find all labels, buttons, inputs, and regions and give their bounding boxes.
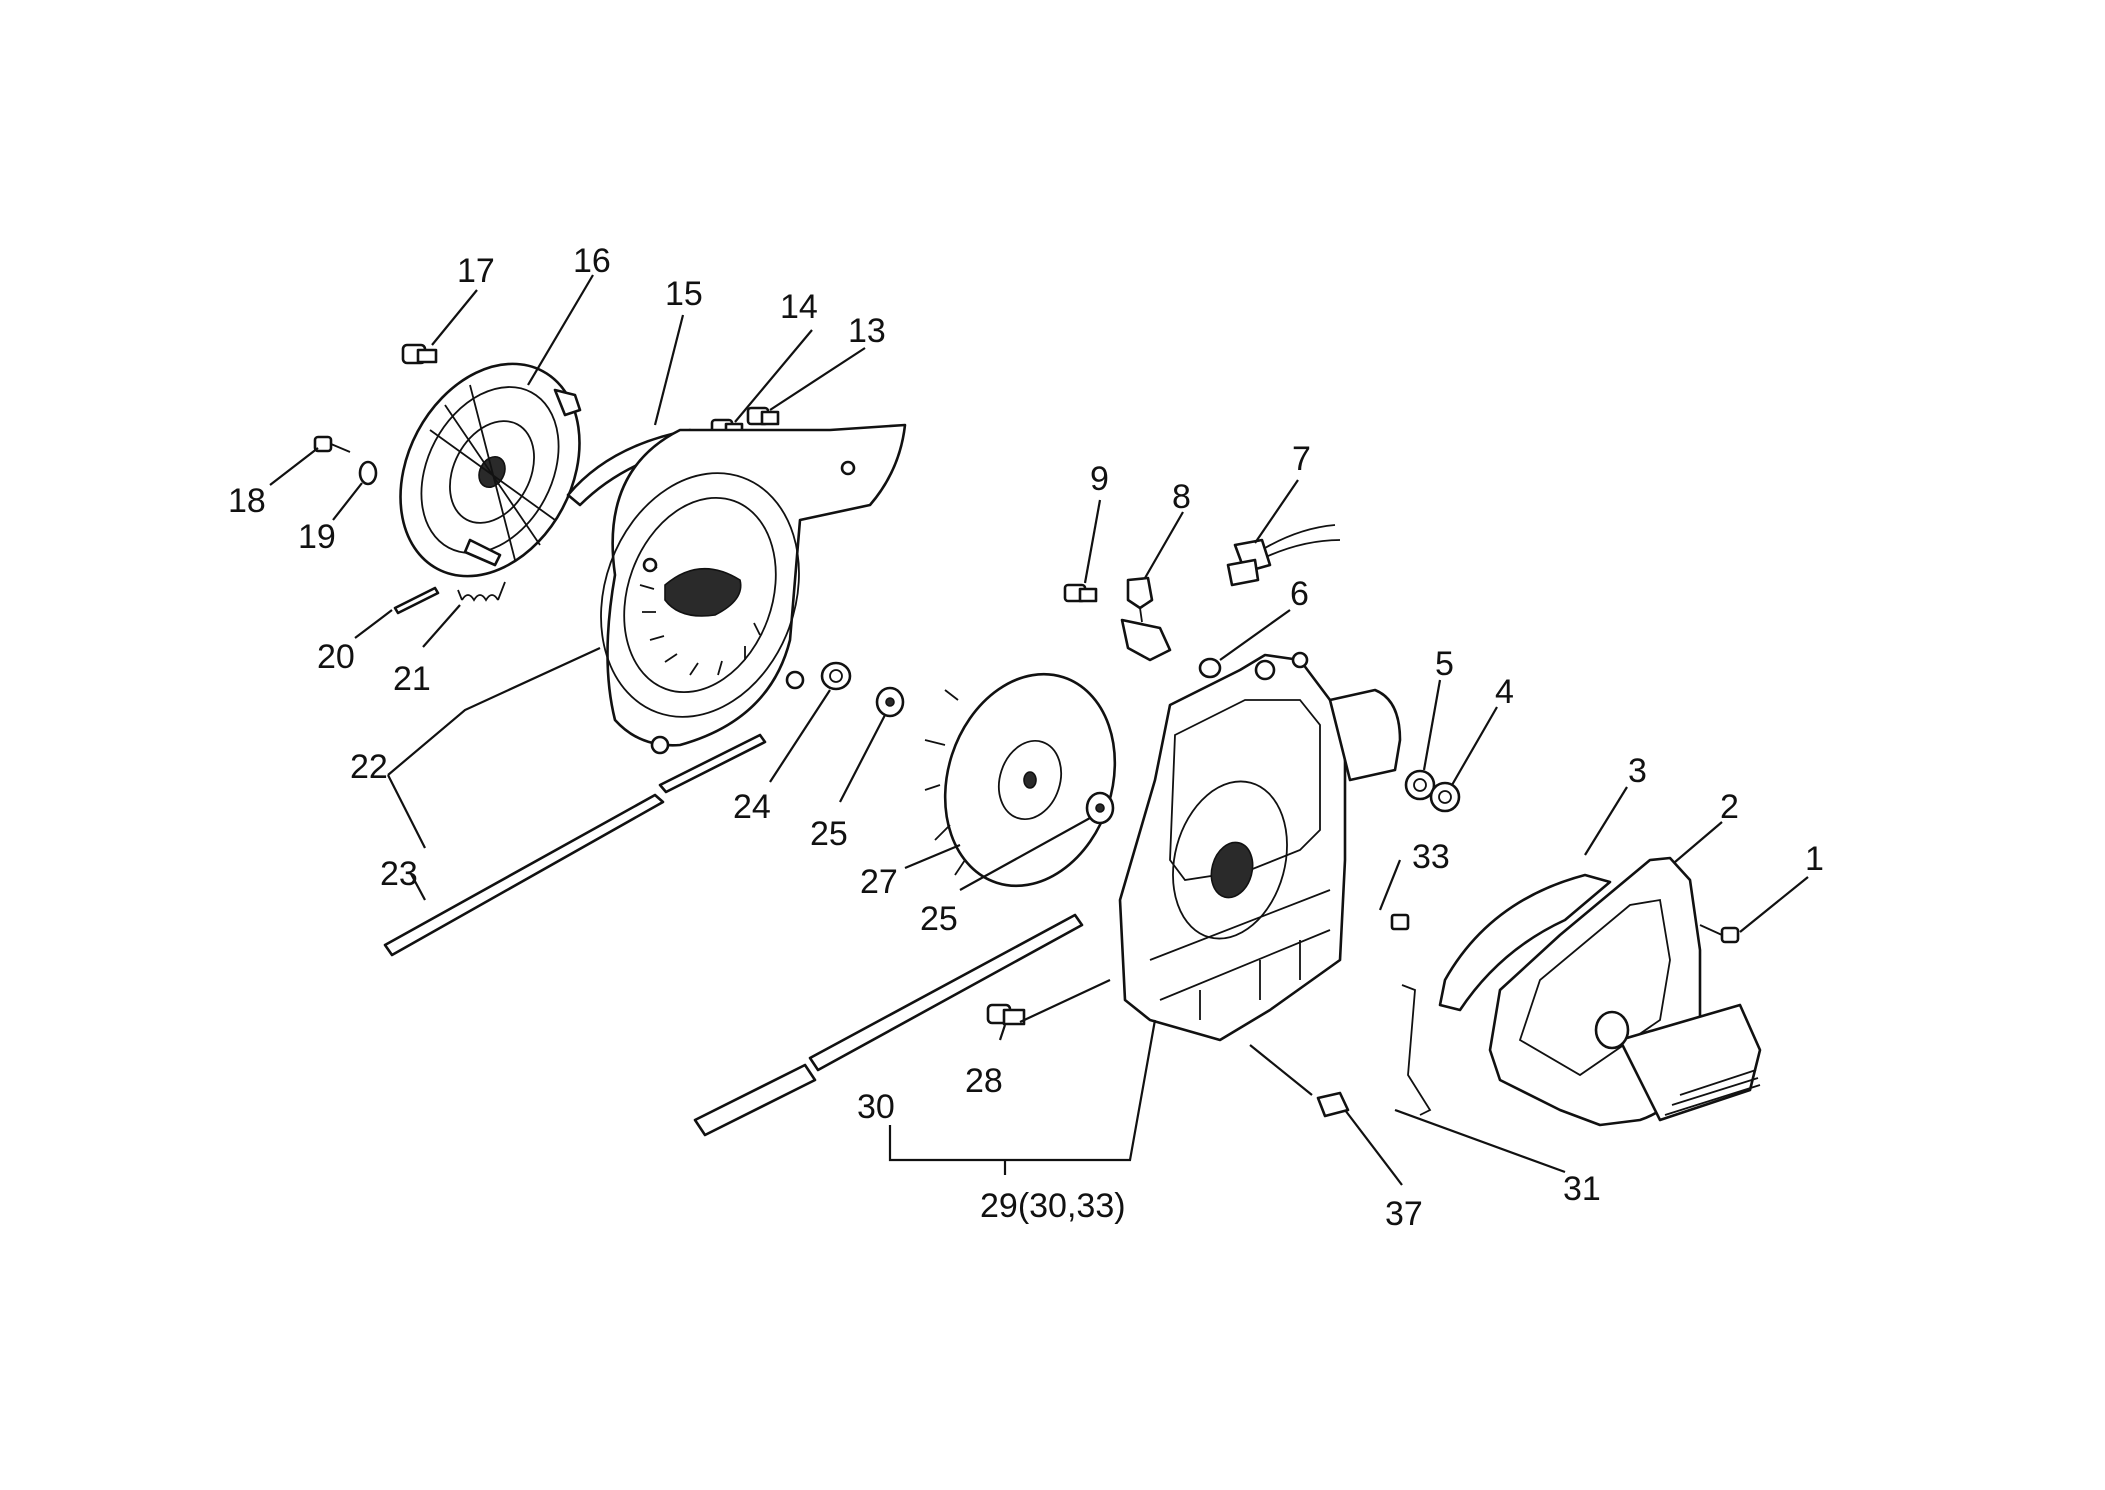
bolt-13 bbox=[746, 406, 780, 426]
callout-labels: 1 2 3 4 5 6 7 8 9 13 14 15 16 17 18 19 2… bbox=[228, 242, 1824, 1233]
bolt-9 bbox=[1063, 583, 1098, 603]
callout-19: 19 bbox=[298, 518, 336, 556]
callout-4: 4 bbox=[1495, 673, 1514, 711]
pin-20 bbox=[393, 586, 440, 615]
callout-37: 37 bbox=[1385, 1195, 1423, 1233]
callout-22: 22 bbox=[350, 748, 388, 786]
main-housing-29 bbox=[1118, 651, 1402, 1042]
callout-28: 28 bbox=[965, 1062, 1003, 1100]
callout-14: 14 bbox=[780, 288, 818, 326]
bracket-3 bbox=[1438, 873, 1612, 1012]
switch-7 bbox=[1226, 524, 1341, 587]
callout-15: 15 bbox=[665, 275, 703, 313]
callout-30: 30 bbox=[857, 1088, 895, 1126]
screw-18 bbox=[313, 435, 351, 453]
callout-7: 7 bbox=[1292, 440, 1311, 478]
callout-8: 8 bbox=[1172, 478, 1191, 516]
washer-6 bbox=[1198, 657, 1222, 679]
washer-25-upper bbox=[875, 686, 905, 718]
screw-1 bbox=[1699, 924, 1740, 944]
callout-6: 6 bbox=[1290, 575, 1309, 613]
callout-25-lower: 25 bbox=[920, 900, 958, 938]
callout-9: 9 bbox=[1090, 460, 1109, 498]
callout-24: 24 bbox=[733, 788, 771, 826]
muffler-2 bbox=[1488, 856, 1762, 1127]
callout-1: 1 bbox=[1805, 840, 1824, 878]
nut-24 bbox=[820, 661, 852, 691]
bolt-28 bbox=[986, 1003, 1026, 1026]
fan-housing-22 bbox=[600, 423, 907, 755]
callout-31: 31 bbox=[1563, 1170, 1601, 1208]
callout-23: 23 bbox=[380, 855, 418, 893]
callout-21: 21 bbox=[393, 660, 431, 698]
nut-5 bbox=[1404, 769, 1436, 801]
washer-25-lower bbox=[1085, 791, 1115, 825]
recoil-starter-16 bbox=[399, 362, 582, 578]
gasket-strip-23 bbox=[383, 733, 767, 957]
leader-lines bbox=[269, 274, 1809, 1186]
callout-20: 20 bbox=[317, 638, 355, 676]
callout-29: 29(30,33) bbox=[980, 1187, 1126, 1225]
nut-4 bbox=[1429, 781, 1461, 813]
impeller-fan-27 bbox=[924, 672, 1117, 888]
spring-21 bbox=[457, 581, 506, 602]
callout-5: 5 bbox=[1435, 645, 1454, 683]
callout-33: 33 bbox=[1412, 838, 1450, 876]
block-37 bbox=[1316, 1091, 1350, 1118]
gasket-strip-30 bbox=[693, 913, 1084, 1137]
callout-13: 13 bbox=[848, 312, 886, 350]
ignition-coil-8 bbox=[1120, 576, 1172, 662]
block-33 bbox=[1390, 913, 1410, 931]
bolt-17 bbox=[401, 343, 438, 365]
callout-3: 3 bbox=[1628, 752, 1647, 790]
callout-16: 16 bbox=[573, 242, 611, 280]
washer-19 bbox=[358, 460, 378, 486]
callout-17: 17 bbox=[457, 252, 495, 290]
callout-27: 27 bbox=[860, 863, 898, 901]
rod-31 bbox=[1401, 984, 1432, 1116]
callout-25-upper: 25 bbox=[810, 815, 848, 853]
callout-18: 18 bbox=[228, 482, 266, 520]
callout-2: 2 bbox=[1720, 788, 1739, 826]
